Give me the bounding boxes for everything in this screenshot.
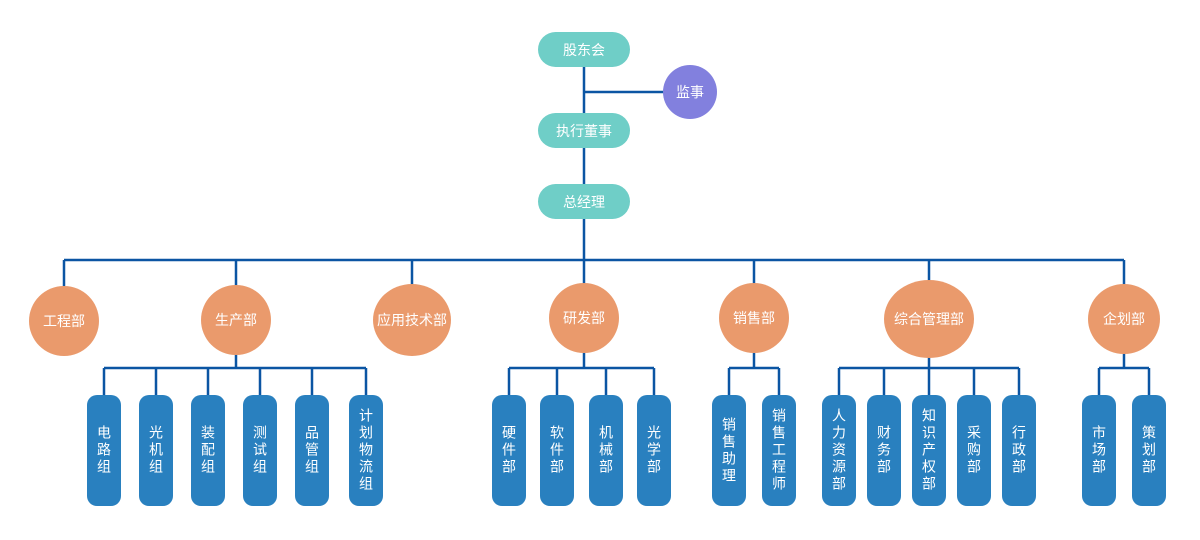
dept-general-management[interactable]: 综合管理部: [884, 280, 974, 358]
unit-planning-dept[interactable]: 策划部: [1132, 395, 1166, 506]
node-label: 计划物流组: [358, 408, 374, 493]
node-label: 行政部: [1011, 425, 1027, 476]
unit-planning-logistics-group[interactable]: 计划物流组: [349, 395, 383, 506]
node-label: 应用技术部: [377, 312, 447, 328]
node-supervisor[interactable]: 监事: [663, 65, 717, 119]
node-label: 品管组: [304, 425, 320, 476]
node-label: 总经理: [563, 193, 605, 210]
unit-optomechanical-group[interactable]: 光机组: [139, 395, 173, 506]
dept-sales[interactable]: 销售部: [719, 283, 789, 353]
node-label: 光机组: [148, 425, 164, 476]
node-label: 硬件部: [501, 425, 517, 476]
dept-rd[interactable]: 研发部: [549, 283, 619, 353]
node-label: 销售部: [733, 310, 775, 326]
node-label: 人力资源部: [831, 408, 847, 493]
node-label: 执行董事: [556, 122, 612, 139]
unit-quality-control-group[interactable]: 品管组: [295, 395, 329, 506]
node-executive-director[interactable]: 执行董事: [538, 113, 630, 148]
dept-engineering[interactable]: 工程部: [29, 286, 99, 356]
node-label: 企划部: [1103, 311, 1145, 327]
unit-sales-assistant[interactable]: 销售助理: [712, 395, 746, 506]
unit-testing-group[interactable]: 测试组: [243, 395, 277, 506]
unit-mechanical-dept[interactable]: 机械部: [589, 395, 623, 506]
node-label: 策划部: [1141, 425, 1157, 476]
node-label: 股东会: [563, 41, 605, 58]
dept-planning[interactable]: 企划部: [1088, 284, 1160, 354]
node-label: 采购部: [966, 425, 982, 476]
node-label: 测试组: [252, 425, 268, 476]
node-label: 软件部: [549, 425, 565, 476]
unit-admin-dept[interactable]: 行政部: [1002, 395, 1036, 506]
node-label: 监事: [676, 84, 704, 100]
unit-human-resources[interactable]: 人力资源部: [822, 395, 856, 506]
node-label: 机械部: [598, 425, 614, 476]
dept-production[interactable]: 生产部: [201, 285, 271, 355]
node-label: 工程部: [43, 313, 85, 329]
unit-procurement-dept[interactable]: 采购部: [957, 395, 991, 506]
node-label: 生产部: [215, 312, 257, 328]
node-label: 研发部: [563, 310, 605, 326]
node-label: 光学部: [646, 425, 662, 476]
unit-market-dept[interactable]: 市场部: [1082, 395, 1116, 506]
node-label: 装配组: [200, 425, 216, 476]
node-label: 销售工程师: [771, 408, 787, 493]
node-general-manager[interactable]: 总经理: [538, 184, 630, 219]
node-shareholders-meeting[interactable]: 股东会: [538, 32, 630, 67]
unit-circuit-group[interactable]: 电路组: [87, 395, 121, 506]
unit-sales-engineer[interactable]: 销售工程师: [762, 395, 796, 506]
node-label: 财务部: [876, 425, 892, 476]
unit-hardware-dept[interactable]: 硬件部: [492, 395, 526, 506]
node-label: 综合管理部: [894, 311, 964, 327]
unit-optics-dept[interactable]: 光学部: [637, 395, 671, 506]
unit-intellectual-property[interactable]: 知识产权部: [912, 395, 946, 506]
node-label: 销售助理: [721, 416, 737, 485]
unit-finance-dept[interactable]: 财务部: [867, 395, 901, 506]
node-label: 市场部: [1091, 425, 1107, 476]
node-label: 电路组: [96, 425, 112, 476]
unit-software-dept[interactable]: 软件部: [540, 395, 574, 506]
dept-applied-technology[interactable]: 应用技术部: [373, 284, 451, 356]
node-label: 知识产权部: [921, 408, 937, 493]
unit-assembly-group[interactable]: 装配组: [191, 395, 225, 506]
